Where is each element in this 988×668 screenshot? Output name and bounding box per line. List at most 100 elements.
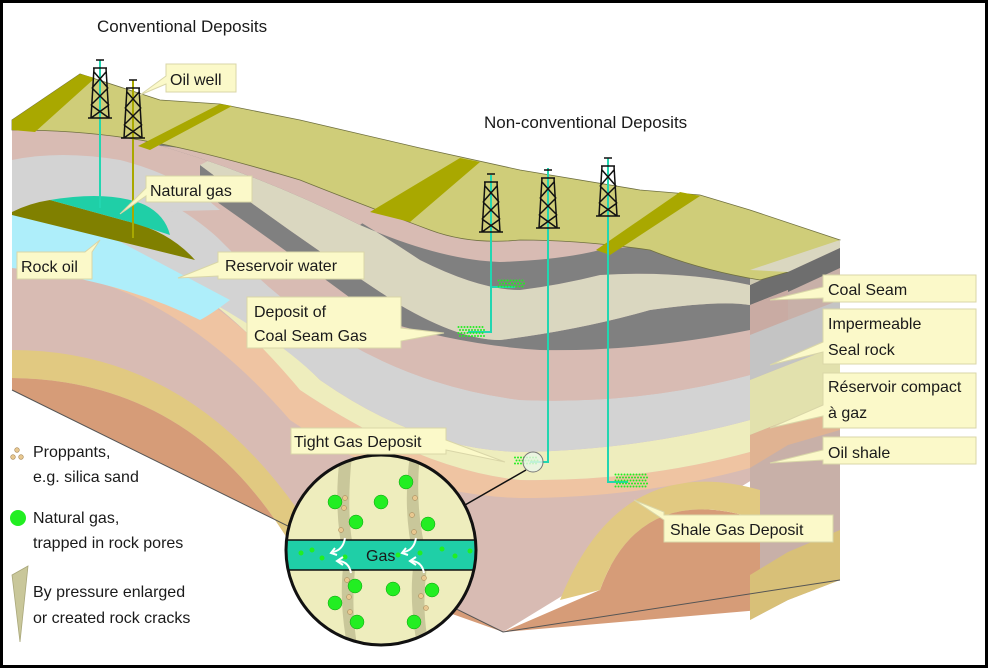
svg-text:Impermeable: Impermeable [828,316,921,333]
callout-oil-well: Oil well [139,63,237,96]
gas-dot [457,332,460,334]
gas-dot [468,335,470,337]
gas-dot [626,485,629,488]
side-cream [750,365,788,435]
gas-dot [509,279,512,282]
green-circle-icon [10,510,26,526]
callout-reservoir-water: Reservoir water [177,251,365,280]
wells [99,60,628,483]
gas-dot [623,479,626,482]
magnified-rock-view [286,455,476,645]
gas-dot [628,476,630,479]
gas-dot [643,476,645,479]
rock-crack-icon [11,565,29,643]
layer-sand-right [560,481,760,600]
gas-dot [521,285,524,288]
gas-flow-arrows [329,537,425,574]
gas-dot [646,476,648,479]
gas-dot [619,482,621,485]
gas-dot [466,332,469,334]
gas-dot [521,279,524,282]
gas-dot [469,332,472,334]
gas-dot [614,473,617,476]
svg-text:or created rock cracks: or created rock cracks [33,610,190,627]
surface-stripe-1 [12,74,95,132]
gas-dot [629,479,632,482]
gas-dot [457,326,460,328]
side-face-coal [788,248,840,292]
gas-dot [514,282,516,285]
label-seal-rock: Impermeable Seal rock [769,308,977,366]
gas-dot [622,476,624,479]
gas-dot [637,476,639,479]
gas-dot [512,279,515,282]
gas-dot [460,326,463,328]
gas-dot [617,473,620,476]
gas-dot [463,326,466,328]
rock-layers [11,73,841,633]
proppant-dots-icon [10,447,24,460]
gas-dot [481,326,484,328]
gas-dot [462,335,464,337]
gas-dot [641,485,644,488]
gas-dot [641,479,644,482]
gas-dot [640,476,642,479]
magnifier-lens-icon [522,451,544,473]
gas-dot [478,332,481,334]
gas-dot [477,329,479,331]
gas-dot [623,473,626,476]
gas-pore-dots [327,474,440,630]
gas-dot [619,476,621,479]
gas-dot [641,473,644,476]
gas-dot [520,456,522,459]
proppant-grains [338,495,429,615]
gas-dot [466,326,469,328]
gas-dot [520,462,522,465]
label-oil-shale: Oil shale [769,436,977,465]
callout-tight-gas: Tight Gas Deposit [290,427,506,463]
svg-text:Coal Seam Gas: Coal Seam Gas [254,328,367,345]
gas-dot [497,285,500,288]
svg-text:trapped in rock pores: trapped in rock pores [33,535,183,552]
layer-terracotta [12,378,503,632]
svg-text:Oil well: Oil well [170,72,222,89]
svg-text:Proppants,: Proppants, [33,444,110,461]
gas-dot [506,285,509,288]
derricks [88,59,620,233]
gas-dot [626,473,629,476]
gas-dot [643,482,645,485]
callout-shale-gas: Shale Gas Deposit [633,499,834,543]
gas-dot [503,285,506,288]
gas-dot [638,473,641,476]
svg-text:Réservoir compact: Réservoir compact [828,379,962,396]
legend-item-proppants: Proppants, e.g. silica sand [10,444,139,486]
callout-coal-seam-gas: Deposit of Coal Seam Gas [246,296,445,349]
gas-dot [617,479,620,482]
gas-dot [472,326,475,328]
oil-derrick-icon [536,169,560,229]
coal-gas-deposit-lower [457,326,485,337]
label-reservoir: Réservoir compact à gaz [769,372,977,429]
gas-dot [626,479,629,482]
gas-dot [499,282,501,285]
gas-dot [465,329,467,331]
oil-derrick-icon [88,59,112,119]
callout-rock-oil: Rock oil [16,239,101,280]
svg-text:Coal Seam: Coal Seam [828,282,907,299]
gas-dot [515,279,518,282]
svg-text:Shale Gas Deposit: Shale Gas Deposit [670,522,804,539]
svg-text:Tight Gas Deposit: Tight Gas Deposit [294,434,422,451]
gas-dot [620,479,623,482]
callout-natural-gas: Natural gas [119,175,253,215]
reservoir-water [12,207,230,320]
gas-dot [620,485,623,488]
svg-text:Natural gas,: Natural gas, [33,510,119,527]
gas-dot [629,473,632,476]
side-peach [750,420,788,468]
gas-dot [614,485,617,488]
surface-stripe-3 [370,158,480,222]
gas-dot [500,279,503,282]
gas-dot [477,335,479,337]
gas-dot [512,285,515,288]
